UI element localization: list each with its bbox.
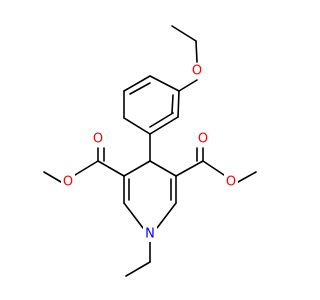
benzene-bond-3 [123, 117, 151, 135]
benzene-inner-bond-c [171, 94, 174, 114]
right-methyl-bond [237, 171, 257, 183]
ethoxy-ethyl-bond [171, 25, 197, 42]
right-ester-o-bond [202, 160, 225, 176]
benzene-bond-1 [177, 90, 180, 118]
benzene-inner-bond-a [149, 112, 174, 128]
dhp-bond-c2-n [123, 202, 144, 229]
right-ester-oxygen-label: O [226, 175, 236, 190]
left-carbonyl-oxygen-label: O [93, 132, 103, 147]
n-ethyl-ch3-bond [125, 261, 151, 277]
ether-oxygen-label: O [192, 64, 202, 79]
benzene-inner-bond-b [129, 82, 151, 95]
left-methyl-bond [43, 171, 62, 183]
left-ester-o-bond [74, 160, 99, 176]
ether-oxygen-aryl-bond [178, 79, 198, 92]
benzene-bond-5 [123, 75, 151, 92]
right-ester-c-bond [175, 160, 204, 177]
ethoxy-ch2-bond [195, 40, 198, 63]
dhp-bond-c4-c3 [123, 160, 151, 177]
left-ester-oxygen-label: O [63, 175, 73, 190]
bond-layer [43, 25, 257, 277]
dhp-bond-c5-c4 [149, 160, 177, 177]
benzene-bond-2 [149, 116, 179, 135]
dhp-bond-n-c6 [156, 202, 177, 229]
left-ester-c-bond [97, 160, 125, 177]
right-carbonyl-oxygen-label: O [198, 132, 208, 147]
benzene-bond-6 [149, 75, 180, 92]
atom-label-layer: O O O O O N [61, 63, 238, 242]
ring-nitrogen-label: N [145, 227, 155, 242]
molecule-structure: O O O O O N [43, 25, 257, 277]
